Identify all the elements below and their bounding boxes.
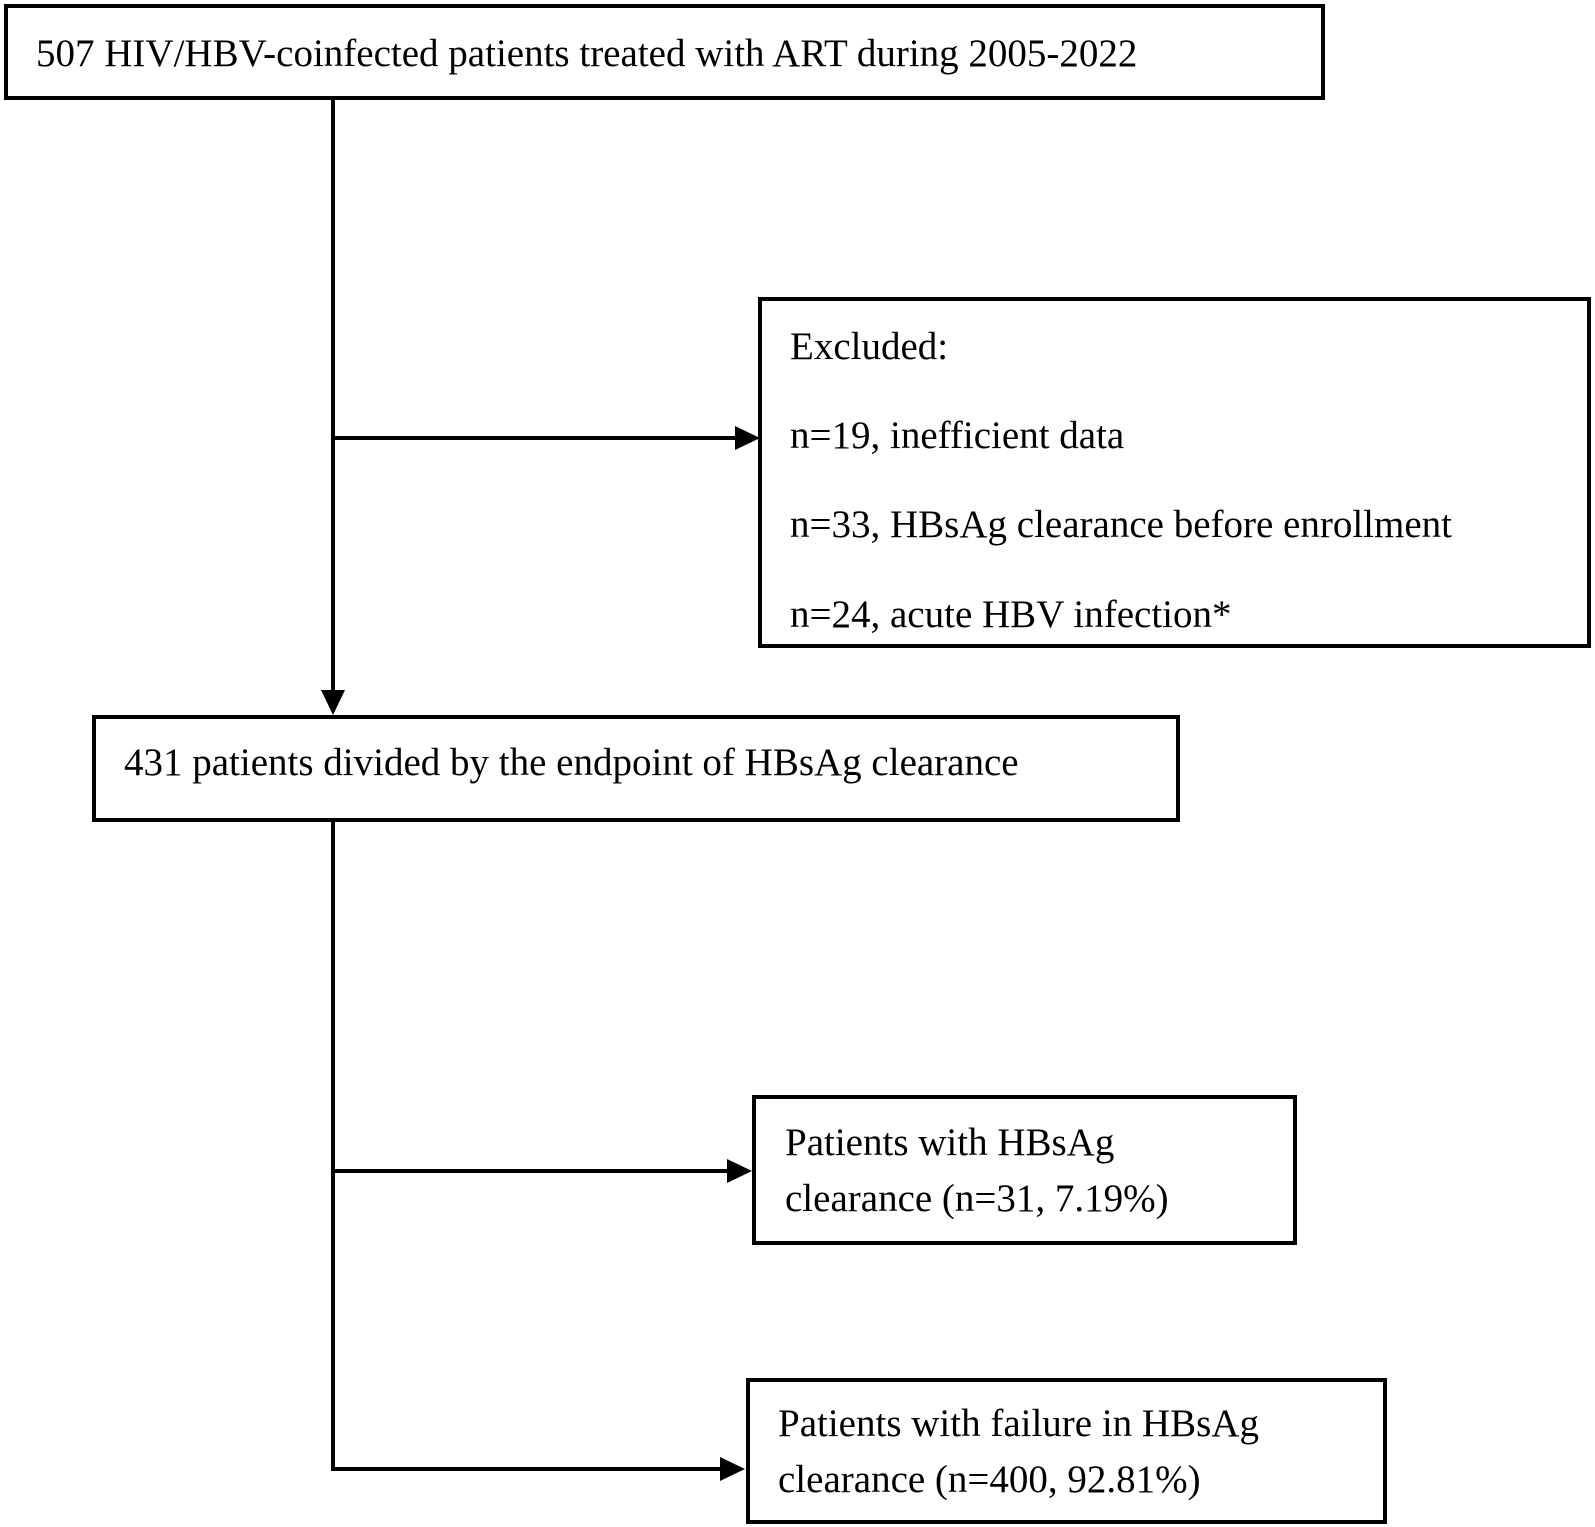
analysis-box: 431 patients divided by the endpoint of … (92, 715, 1180, 822)
enrollment-box: 507 HIV/HBV-coinfected patients treated … (4, 4, 1325, 100)
excluded-item: n=19, inefficient data (790, 414, 1125, 457)
excluded-box: Excluded: n=19, inefficient data n=33, H… (758, 297, 1591, 648)
analysis-text: 431 patients divided by the endpoint of … (124, 741, 1019, 784)
failure-line-2: clearance (n=400, 92.81%) (778, 1458, 1201, 1501)
failure-box: Patients with failure in HBsAg clearance… (746, 1378, 1387, 1524)
arrow-to-middle-box (321, 690, 345, 715)
arrow-to-excluded-box (735, 426, 760, 450)
excluded-item: n=24, acute HBV infection* (790, 593, 1232, 636)
arrow-to-failure-box (720, 1457, 745, 1481)
clearance-line-2: clearance (n=31, 7.19%) (785, 1177, 1169, 1220)
clearance-line-1: Patients with HBsAg (785, 1121, 1115, 1164)
failure-line-1: Patients with failure in HBsAg (778, 1402, 1259, 1445)
excluded-item: n=33, HBsAg clearance before enrollment (790, 503, 1452, 546)
clearance-box: Patients with HBsAg clearance (n=31, 7.1… (752, 1095, 1297, 1245)
excluded-heading: Excluded: (790, 325, 949, 368)
arrow-to-clearance-box (727, 1159, 752, 1183)
enrollment-text: 507 HIV/HBV-coinfected patients treated … (36, 32, 1138, 75)
